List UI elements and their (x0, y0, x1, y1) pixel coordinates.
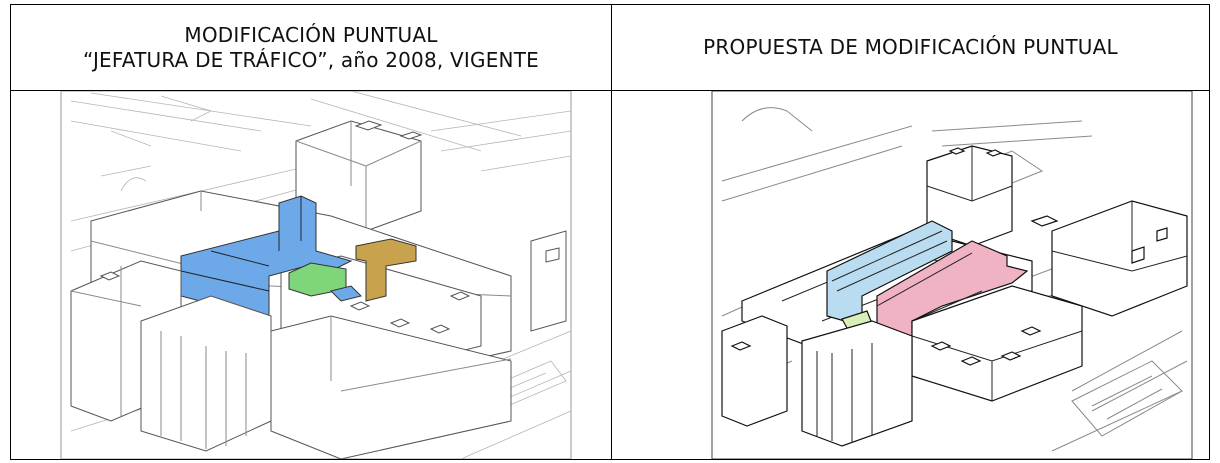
header-proposal: PROPUESTA DE MODIFICACIÓN PUNTUAL (612, 5, 1209, 90)
rooftop-details (99, 230, 567, 334)
header-current-plan-line2: “JEFATURA DE TRÁFICO”, año 2008, VIGENTE (83, 47, 539, 72)
comparison-table: MODIFICACIÓN PUNTUAL “JEFATURA DE TRÁFIC… (10, 4, 1210, 460)
header-current-plan: MODIFICACIÓN PUNTUAL “JEFATURA DE TRÁFIC… (11, 5, 611, 90)
front-blocks (70, 260, 512, 459)
tall-building (295, 120, 423, 232)
header-divider (11, 90, 1209, 91)
header-proposal-line1: PROPUESTA DE MODIFICACIÓN PUNTUAL (703, 35, 1118, 59)
axonometric-proposal (612, 91, 1209, 459)
column-divider (611, 5, 612, 459)
axonometric-proposal-drawing (711, 91, 1193, 459)
proposal-rooftop-details (730, 215, 1168, 366)
header-current-plan-line1: MODIFICACIÓN PUNTUAL (184, 22, 438, 47)
highlight-volumes (180, 195, 417, 320)
proposal-front-blocks (721, 200, 1188, 447)
axonometric-current-drawing (60, 91, 572, 459)
axonometric-current-plan (11, 91, 611, 459)
